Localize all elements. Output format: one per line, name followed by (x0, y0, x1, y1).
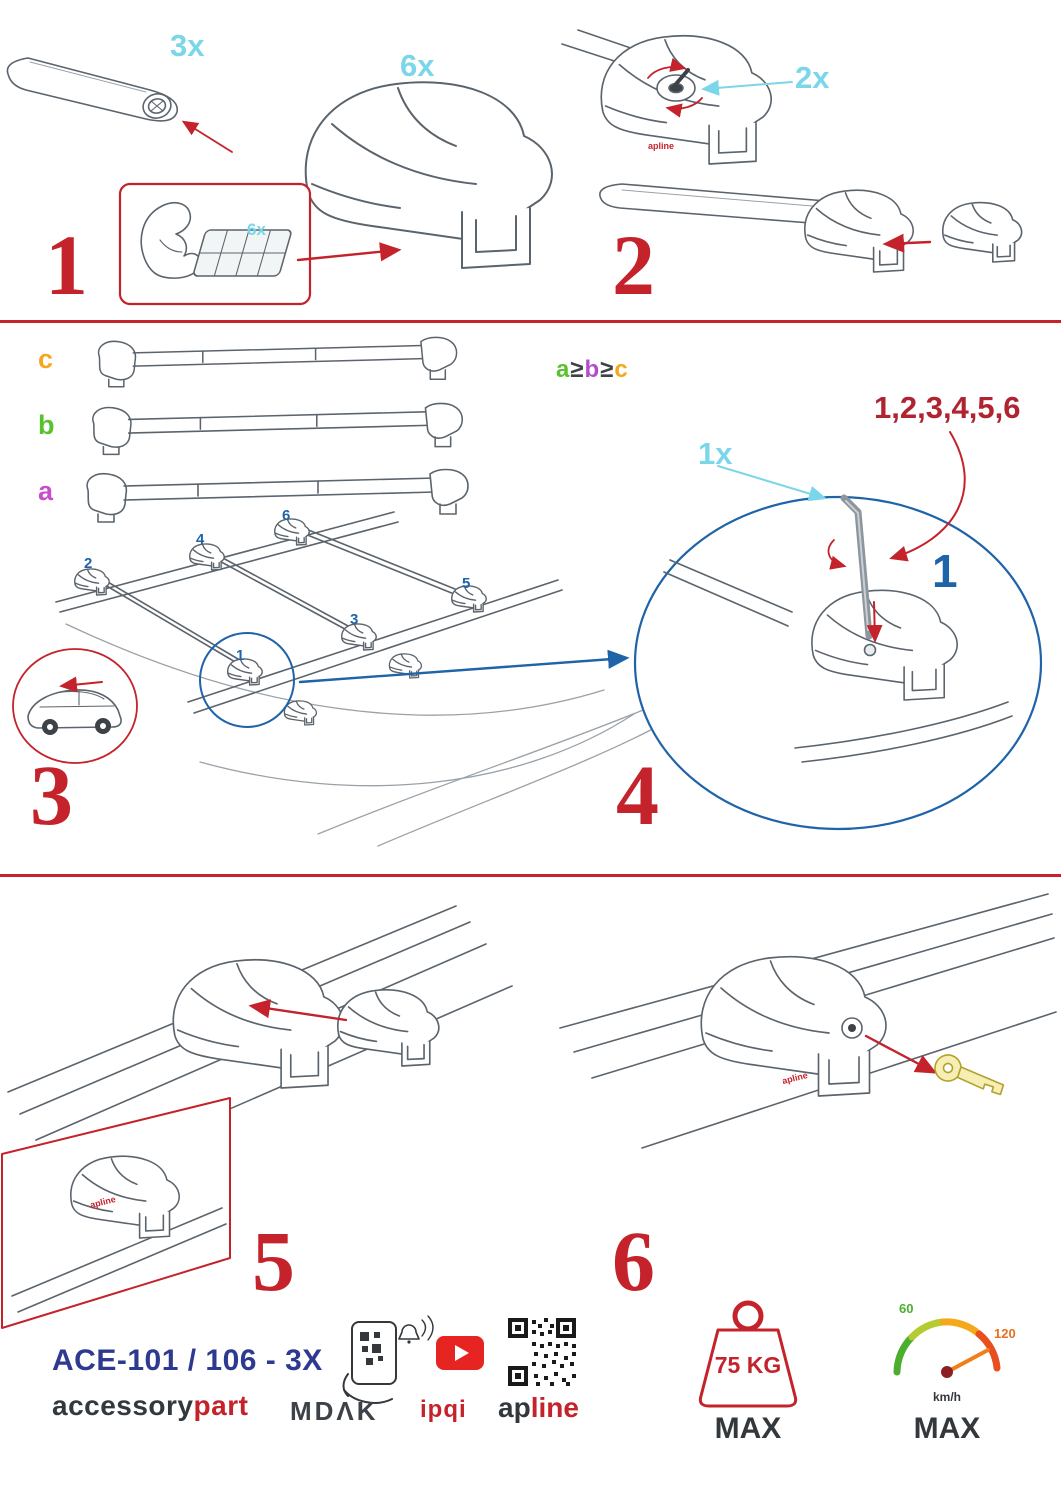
speed-high-tick: 120 (994, 1326, 1016, 1341)
step2-assembly-drawing (599, 183, 1023, 273)
max-weight-value: 75 KG (714, 1352, 782, 1378)
qty-label-tool: 1x (698, 436, 733, 471)
turn-key-arrow (827, 539, 847, 570)
accessorypart-logo: accessorypart (52, 1392, 248, 1420)
key-insert-arrow (864, 1034, 938, 1074)
formula-b: b (584, 356, 601, 383)
qty-2x-arrow (701, 79, 793, 96)
bolt-arrow (866, 601, 883, 643)
footer-icons (342, 1300, 1001, 1408)
apline-small-logo: apline (648, 141, 675, 151)
roof-position-4: 4 (196, 531, 205, 548)
zoom-callout-arrow (298, 649, 630, 684)
apline-ap: ap (498, 1392, 531, 1423)
qty-label-bars: 3x (170, 28, 205, 63)
step5-drawing (1, 905, 513, 1329)
formula-a: a (556, 356, 571, 383)
speed-unit-label: km/h (932, 1390, 961, 1404)
rubber-pad-grid (193, 229, 292, 277)
position1-highlight-circle (199, 632, 295, 728)
bell-icon (398, 1324, 420, 1340)
bar-label-c: c (38, 344, 54, 374)
cover-slide-arrow (248, 999, 348, 1022)
size-order-formula: a≥b≥c (556, 358, 629, 382)
max-weight-label: MAX (714, 1412, 782, 1445)
roof-foot (189, 543, 225, 571)
roof-position-1: 1 (236, 647, 245, 664)
step-number-4: 4 (616, 747, 659, 843)
bar-label-b: b (38, 410, 55, 440)
step-number-2: 2 (612, 217, 655, 313)
step1-detail-box (118, 182, 312, 306)
roof-position-6: 6 (282, 507, 291, 524)
phone-qr-scan-icon (342, 1315, 434, 1404)
roof-foot (227, 658, 263, 686)
step-number-3: 3 (30, 747, 73, 843)
brand-accessory: accessory (52, 1390, 194, 1421)
mdak-logo: MDΛK (290, 1396, 379, 1426)
formula-c: c (614, 356, 629, 383)
formula-ge1: ≥ (570, 356, 585, 383)
section-divider (0, 320, 1061, 323)
step-number-6: 6 (612, 1213, 655, 1309)
tighten-sequence: 1,2,3,4,5,6 (874, 390, 1021, 425)
qty-label-keys: 2x (795, 60, 830, 95)
section-divider (0, 874, 1061, 877)
step3-roof-illustration (55, 511, 663, 847)
weight-max-icon (698, 1300, 798, 1408)
speed-needle (945, 1348, 990, 1374)
roof-position-3: 3 (350, 611, 359, 628)
car-direction-arrow (59, 676, 103, 693)
roof-position-2: 2 (84, 555, 93, 572)
bar-pointer-arrow (181, 120, 233, 153)
roof-foot (74, 568, 110, 596)
endcap-arrow (882, 233, 932, 253)
key-icon (934, 1054, 1005, 1096)
step-number-1: 1 (45, 217, 88, 313)
detail-to-foot-arrow (296, 242, 402, 262)
roof-foot (274, 518, 310, 546)
qty-1x-arrow (717, 465, 827, 502)
speed-low-tick: 60 (899, 1301, 914, 1316)
apline-logo: apline (498, 1394, 579, 1422)
step6-drawing (559, 893, 1057, 1149)
formula-ge2: ≥ (600, 356, 615, 383)
qty-label-feet: 6x (400, 48, 435, 83)
ipqi-logo: ipqi (420, 1396, 467, 1423)
step1-bar-end-drawing (6, 57, 179, 122)
step4-detail-drawing (633, 431, 1043, 831)
sequence-arrow (889, 431, 966, 562)
bar-label-a: a (38, 476, 54, 506)
step-number-5: 5 (252, 1213, 295, 1309)
model-code: ACE-101 / 106 - 3X (52, 1344, 323, 1377)
speedometer-icon (893, 1318, 1001, 1378)
step1-foot-drawing (304, 81, 553, 269)
spare-foot (283, 700, 318, 726)
qty-label-pads: 6x (247, 220, 266, 239)
callout-number-1: 1 (932, 545, 958, 597)
step2-foot-key-drawing (561, 29, 773, 165)
step3-car-inset (12, 648, 138, 764)
max-speed-label: MAX (913, 1412, 981, 1445)
roof-position-5: 5 (462, 575, 471, 592)
brand-part: part (193, 1390, 249, 1421)
apline-line: line (530, 1392, 579, 1423)
youtube-play-icon (436, 1336, 484, 1370)
step3-crossbars-drawing (86, 336, 469, 523)
qr-code-icon (506, 1316, 578, 1388)
